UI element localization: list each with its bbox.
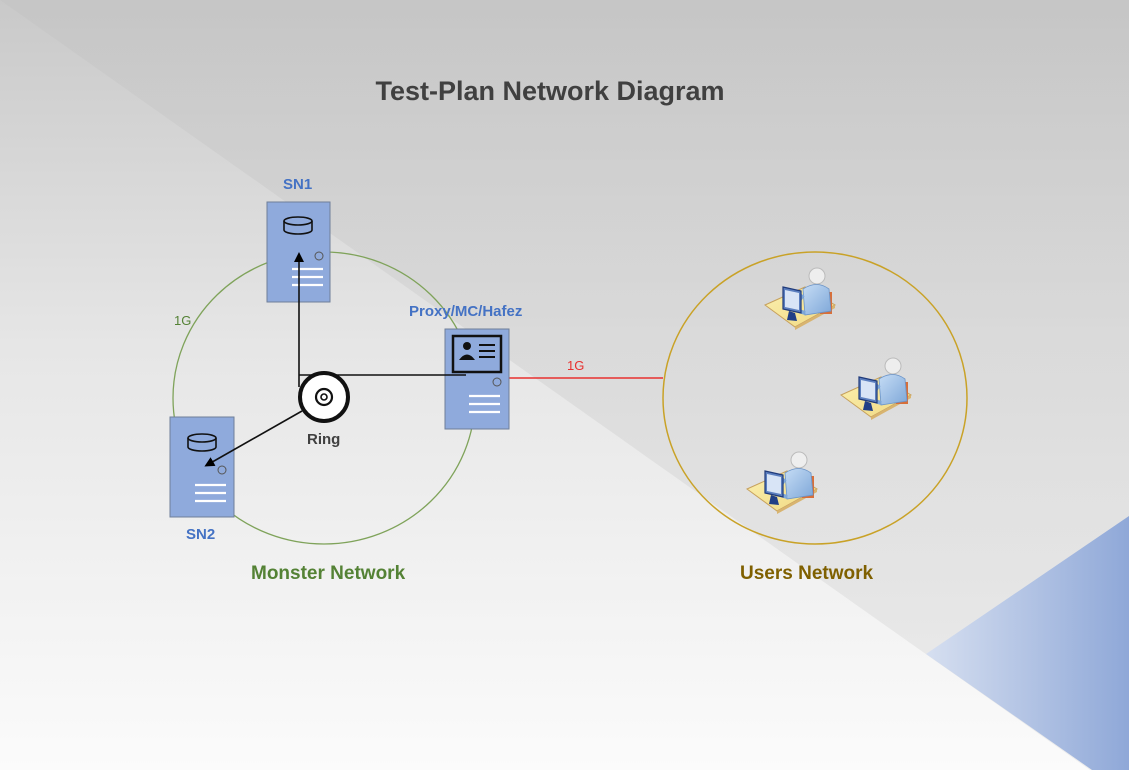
accent-triangle	[926, 516, 1129, 770]
users-network-circle	[662, 251, 968, 545]
proxy-server[interactable]	[444, 328, 510, 430]
power-led-icon	[217, 465, 227, 475]
users-network-label: Users Network	[740, 563, 874, 584]
proxy-label: Proxy/MC/Hafez	[409, 303, 523, 320]
power-led-icon	[314, 251, 324, 261]
sn2-server[interactable]	[169, 416, 235, 518]
drive-bays-icon	[469, 394, 500, 414]
drive-bays-icon	[195, 483, 226, 503]
drive-bays-icon	[292, 267, 323, 287]
uplink-speed-label: 1G	[567, 358, 585, 373]
diagram-title: Test-Plan Network Diagram	[375, 76, 725, 106]
database-icon	[187, 433, 217, 452]
monster-link-speed-label: 1G	[174, 313, 192, 328]
ring-to-sn2-arrow	[204, 410, 303, 467]
sn2-label: SN2	[186, 526, 216, 543]
directory-card-icon	[451, 334, 503, 374]
database-icon	[283, 216, 313, 235]
monster-network-label: Monster Network	[251, 563, 406, 584]
workstation-icon[interactable]	[764, 267, 837, 330]
power-led-icon	[492, 377, 502, 387]
ring-hub-icon[interactable]	[298, 371, 350, 423]
ring-label: Ring	[307, 431, 341, 448]
sn1-label: SN1	[283, 176, 313, 193]
